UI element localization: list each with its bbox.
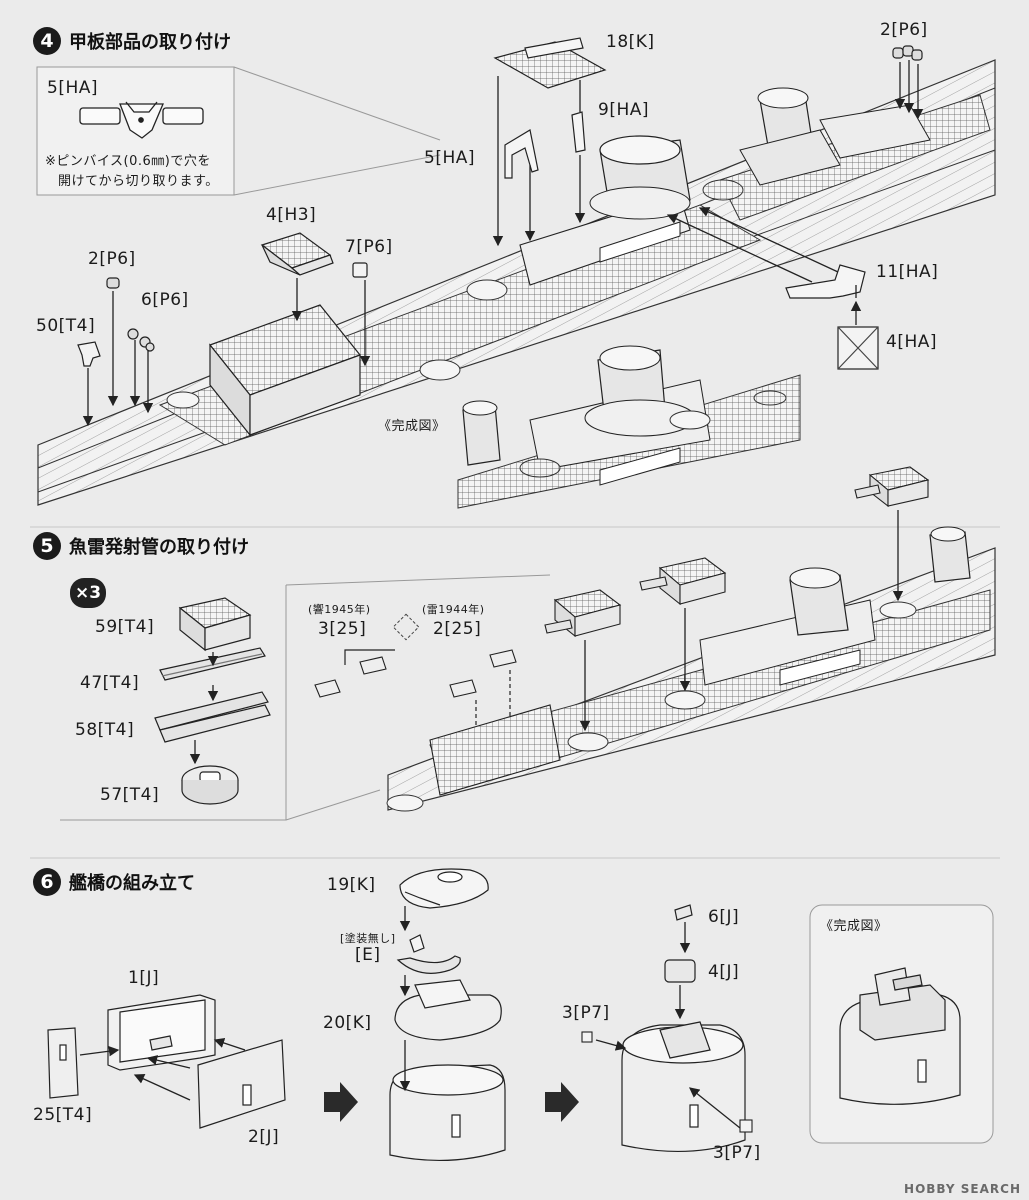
label-6p6: 6[P6] (141, 290, 189, 310)
part-2-25 (449, 649, 517, 698)
part-1j (107, 994, 216, 1071)
step4-number: 4 (33, 27, 61, 55)
completed-bridge (839, 967, 961, 1105)
inset-note-line1: ※ピンバイス(0.6㎜)で穴を (45, 154, 211, 169)
bridge-assembled (621, 904, 746, 1153)
label-5ha: 5[HA] (424, 148, 475, 168)
step5-title: 魚雷発射管の取り付け (69, 537, 249, 558)
step4-title: 甲板部品の取り付け (69, 32, 231, 53)
step5-header: 5 魚雷発射管の取り付け (33, 532, 249, 560)
part-4ha (837, 326, 879, 370)
step4-arrows (82, 60, 924, 427)
step5-right-arrows (579, 510, 904, 732)
big-arrows (324, 1082, 579, 1122)
label-9ha: 9[HA] (598, 100, 649, 120)
label-50t4: 50[T4] (36, 316, 96, 336)
step6-left-arrows (79, 1037, 246, 1101)
watermark: HOBBY SEARCH (904, 1182, 1021, 1196)
step5-left-arrows (189, 652, 219, 765)
label-4ha: 4[HA] (886, 332, 937, 352)
label-57t4: 57[T4] (100, 785, 160, 805)
label-ikazuchi: (雷1944年) (422, 603, 485, 616)
part-59t4 (178, 597, 252, 652)
step4-header: 4 甲板部品の取り付け (33, 27, 231, 55)
part-6p6 (127, 328, 155, 352)
part-50t4 (77, 341, 101, 367)
completed-view-step4 (457, 345, 801, 509)
part-2j (197, 1039, 286, 1129)
part-e (396, 934, 461, 974)
label-3p7-top: 3[P7] (562, 1003, 610, 1023)
ship-hull-step5 (386, 526, 996, 812)
label-2-25: 2[25] (433, 619, 482, 639)
part-5ha-bridge (504, 129, 539, 179)
label-e: [E] (355, 945, 381, 965)
label-4j: 4[J] (708, 962, 740, 982)
label-59t4: 59[T4] (95, 617, 155, 637)
part-2p6-top (892, 45, 923, 61)
label-18k: 18[K] (606, 32, 655, 52)
part-58t4 (154, 691, 271, 743)
label-1j: 1[J] (128, 968, 160, 988)
label-no-paint: [塗装無し] (340, 932, 396, 945)
label-3p7-bottom: 3[P7] (713, 1143, 761, 1163)
part-7p6 (352, 262, 368, 278)
label-hibiki: (響1945年) (308, 603, 371, 616)
label-47t4: 47[T4] (80, 673, 140, 693)
completed-label-step6: 《完成図》 (820, 919, 888, 934)
inset-note-line2: 開けてから切り取ります。 (58, 174, 219, 189)
part-3p7 (581, 1031, 753, 1133)
part-9ha-mast (571, 111, 586, 153)
part-11ha (785, 264, 866, 299)
torpedo-launchers (544, 466, 930, 638)
part-2p6-left (106, 277, 120, 289)
label-2p6-left: 2[P6] (88, 249, 136, 269)
step6-right-arrows (595, 922, 741, 1129)
part-4h3 (260, 232, 334, 276)
label-58t4: 58[T4] (75, 720, 135, 740)
inset-part-5ha (79, 101, 204, 139)
part-57t4 (181, 765, 239, 805)
inset-part-label: 5[HA] (47, 78, 98, 98)
label-2j: 2[J] (248, 1127, 280, 1147)
part-3-25 (314, 656, 387, 698)
label-3-25: 3[25] (318, 619, 367, 639)
label-4h3: 4[H3] (266, 205, 317, 225)
label-2p6-top: 2[P6] (880, 20, 928, 40)
bridge-base (389, 1064, 506, 1162)
label-19k: 19[K] (327, 875, 376, 895)
step6-header: 6 艦橋の組み立て (33, 868, 195, 896)
label-25t4: 25[T4] (33, 1105, 93, 1125)
step6-number: 6 (33, 868, 61, 896)
part-18k (493, 37, 607, 89)
label-6j: 6[J] (708, 907, 740, 927)
label-11ha: 11[HA] (876, 262, 939, 282)
part-19k (399, 868, 489, 909)
step5-small-arrows (344, 649, 515, 742)
multiplier-badge: ×3 (70, 578, 106, 608)
label-20k: 20[K] (323, 1013, 372, 1033)
label-7p6: 7[P6] (345, 237, 393, 257)
part-25t4 (47, 1027, 79, 1099)
step5-number: 5 (33, 532, 61, 560)
completed-label-step4: 《完成図》 (378, 419, 446, 434)
part-20k (394, 979, 502, 1041)
step6-title: 艦橋の組み立て (69, 873, 195, 894)
ship-hull-step4 (37, 59, 996, 506)
